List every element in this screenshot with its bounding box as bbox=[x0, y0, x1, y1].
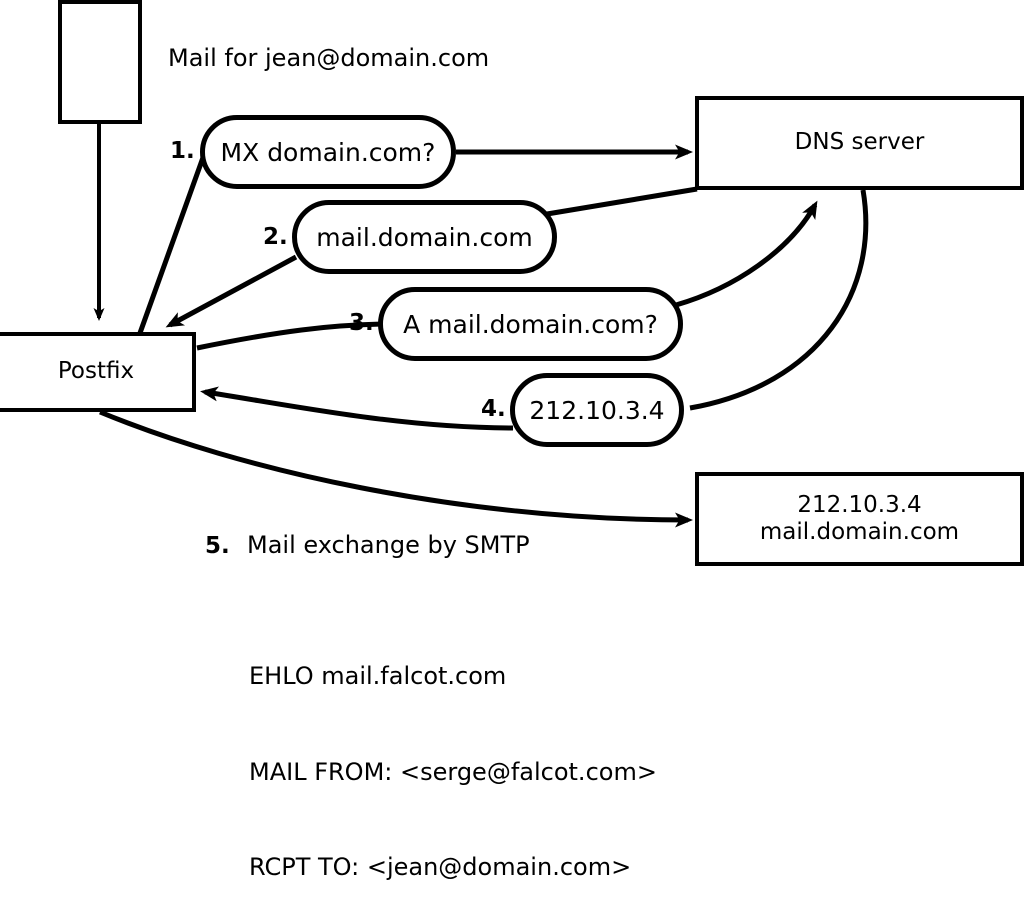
step-2-bubble[interactable]: mail.domain.com bbox=[292, 200, 557, 274]
node-dns-server-label: DNS server bbox=[794, 129, 925, 156]
node-dns-server[interactable]: DNS server bbox=[695, 96, 1024, 190]
smtp-line: EHLO mail.falcot.com bbox=[249, 661, 507, 690]
connector-postfix-to-step3 bbox=[196, 321, 386, 351]
connector-dns-server-to-step4 bbox=[689, 189, 869, 411]
step-4-number: 4. bbox=[481, 396, 506, 422]
node-postfix[interactable]: Postfix bbox=[0, 332, 196, 412]
connector-dns-server-to-step2 bbox=[546, 186, 698, 217]
incoming-mail-box bbox=[58, 0, 142, 124]
arrow-step4-to-postfix bbox=[200, 386, 514, 431]
step-4-label: 212.10.3.4 bbox=[529, 395, 665, 425]
node-postfix-label: Postfix bbox=[57, 358, 135, 385]
step-3-number: 3. bbox=[349, 310, 374, 336]
step-3-bubble[interactable]: A mail.domain.com? bbox=[378, 287, 683, 361]
connector-postfix-to-step1 bbox=[137, 151, 208, 334]
smtp-line: MAIL FROM: <serge@falcot.com> bbox=[249, 757, 657, 786]
node-remote-mx-hostname: mail.domain.com bbox=[759, 519, 960, 545]
step-5-label: Mail exchange by SMTP bbox=[247, 531, 530, 559]
step-4-bubble[interactable]: 212.10.3.4 bbox=[510, 373, 684, 447]
step-2-number: 2. bbox=[263, 224, 288, 250]
step-1-number: 1. bbox=[170, 138, 195, 164]
node-remote-mx-ip: 212.10.3.4 bbox=[797, 491, 922, 518]
incoming-mail-box-label bbox=[96, 48, 103, 75]
node-remote-mx[interactable]: 212.10.3.4 mail.domain.com bbox=[695, 472, 1024, 566]
step-2-label: mail.domain.com bbox=[316, 222, 533, 252]
step-3-label: A mail.domain.com? bbox=[403, 309, 658, 339]
step-1-bubble[interactable]: MX domain.com? bbox=[200, 115, 456, 189]
arrow-postfix-to-remote-mx bbox=[99, 409, 693, 528]
smtp-line: RCPT TO: <jean@domain.com> bbox=[249, 853, 632, 882]
arrow-step2-to-postfix bbox=[165, 254, 298, 328]
caption-mail-for: Mail for jean@domain.com bbox=[168, 44, 490, 72]
step-5-number: 5. bbox=[205, 533, 230, 559]
step-1-label: MX domain.com? bbox=[220, 137, 436, 167]
arrow-step3-to-dns-server bbox=[675, 200, 818, 308]
smtp-transcript: EHLO mail.falcot.com MAIL FROM: <serge@f… bbox=[249, 597, 657, 919]
